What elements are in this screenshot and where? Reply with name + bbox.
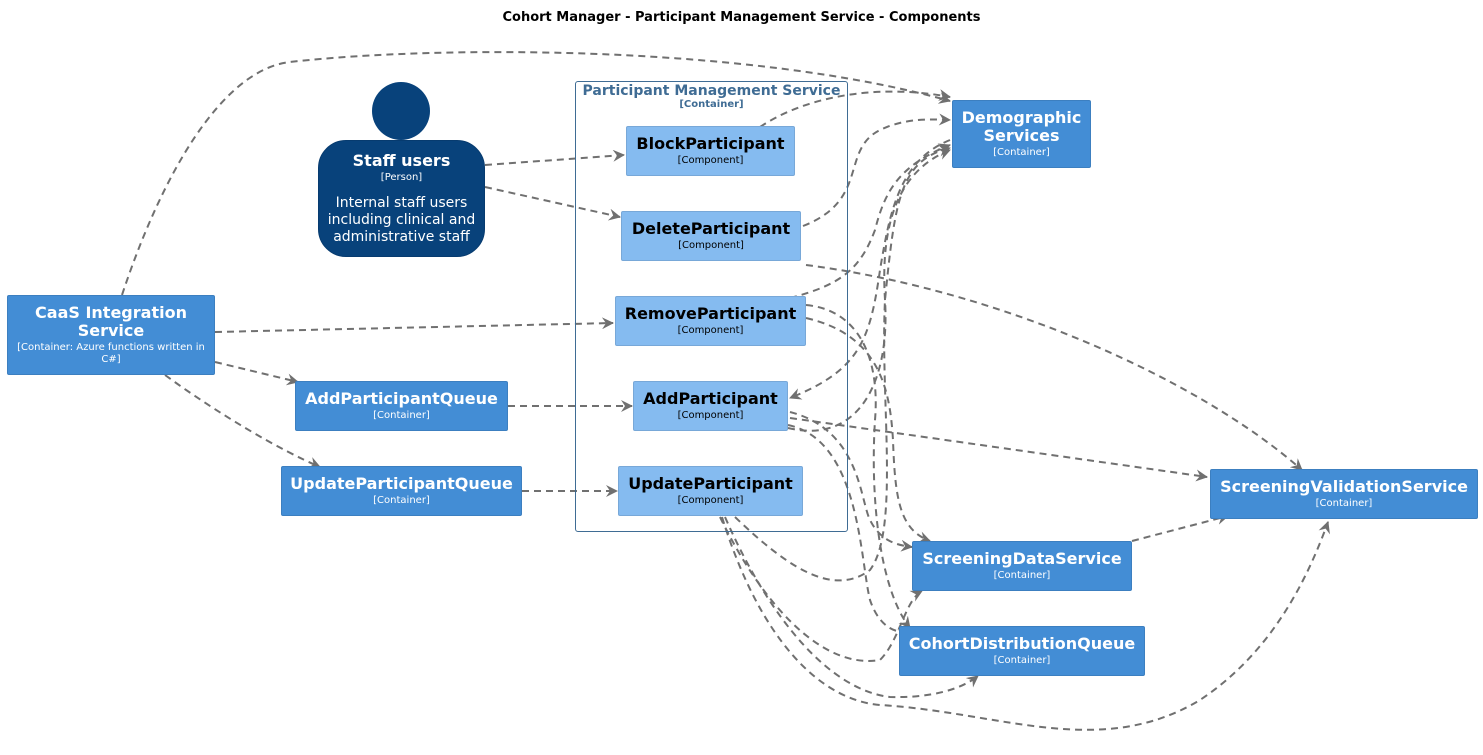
container-type: [Container]	[993, 147, 1050, 158]
container-name: Demographic Services	[961, 108, 1082, 145]
container-name: CaaS Integration Service	[35, 303, 187, 340]
edge-add-to-demographic	[787, 148, 951, 432]
person-icon	[372, 82, 430, 140]
boundary-type: [Container]	[679, 99, 744, 110]
edge-remove-to-demographic	[789, 143, 951, 299]
container-caas-integration-service[interactable]: CaaS Integration Service [Container: Azu…	[7, 295, 215, 375]
component-type: [Component]	[677, 155, 744, 166]
component-update-participant[interactable]: UpdateParticipant [Component]	[618, 466, 803, 516]
edge-update-to-cohort-queue	[724, 516, 979, 699]
container-name: CohortDistributionQueue	[908, 634, 1136, 653]
component-name: DeleteParticipant	[631, 219, 791, 238]
edge-remove-to-validation	[805, 264, 1303, 471]
edge-delete-to-demographic	[802, 113, 951, 227]
boundary-name: Participant Management Service	[582, 83, 841, 99]
component-name: BlockParticipant	[636, 134, 785, 153]
edge-remove-to-screening-data	[805, 317, 931, 543]
edge-caas-to-add-queue	[214, 361, 299, 386]
component-name: AddParticipant	[643, 389, 778, 408]
component-type: [Component]	[677, 325, 744, 336]
diagram-title: Cohort Manager - Participant Management …	[502, 10, 981, 25]
container-type: [Container: Azure functions written in C…	[17, 342, 205, 365]
container-cohort-distribution-queue[interactable]: CohortDistributionQueue [Container]	[899, 626, 1145, 676]
edge-add-to-validation	[789, 417, 1208, 482]
component-remove-participant[interactable]: RemoveParticipant [Component]	[615, 296, 806, 346]
container-update-participant-queue[interactable]: UpdateParticipantQueue [Container]	[281, 466, 522, 516]
container-name: ScreeningDataService	[922, 549, 1122, 568]
person-name: Staff users	[352, 151, 451, 170]
component-type: [Component]	[677, 495, 744, 506]
edge-remove-to-cohort-queue	[805, 304, 911, 629]
component-type: [Component]	[677, 410, 744, 421]
component-name: RemoveParticipant	[624, 304, 797, 323]
edge-update-to-validation	[721, 516, 1330, 731]
component-delete-participant[interactable]: DeleteParticipant [Component]	[621, 211, 801, 261]
edge-update-to-screening-data	[719, 516, 923, 662]
person-type: [Person]	[380, 172, 423, 183]
container-type: [Container]	[373, 495, 430, 506]
edge-caas-to-remove	[214, 317, 614, 333]
component-type: [Component]	[678, 240, 744, 251]
container-demographic-services[interactable]: Demographic Services [Container]	[952, 100, 1091, 168]
component-block-participant[interactable]: BlockParticipant [Component]	[626, 126, 795, 176]
container-type: [Container]	[993, 655, 1051, 666]
edge-add-to-cohort-queue	[787, 424, 911, 641]
container-type: [Container]	[373, 410, 430, 421]
edge-screening-data-to-validation	[1131, 512, 1229, 542]
container-name: ScreeningValidationService	[1220, 477, 1468, 496]
person-staff-users[interactable]: Staff users [Person] Internal staff user…	[318, 140, 485, 257]
edge-caas-to-demographic	[121, 51, 951, 296]
container-screening-data-service[interactable]: ScreeningDataService [Container]	[912, 541, 1132, 591]
edge-add-to-screening-data	[789, 411, 913, 552]
container-type: [Container]	[1315, 498, 1373, 509]
person-description: Internal staff users including clinical …	[327, 195, 476, 245]
participant-management-boundary: Participant Management Service [Containe…	[575, 81, 848, 532]
container-name: AddParticipantQueue	[305, 389, 498, 408]
edge-block-to-demographic	[759, 89, 951, 128]
container-screening-validation-service[interactable]: ScreeningValidationService [Container]	[1210, 469, 1478, 519]
edge-caas-to-update-queue	[164, 374, 321, 469]
container-name: UpdateParticipantQueue	[290, 474, 513, 493]
edge-demographic-to-add	[789, 139, 951, 400]
component-name: UpdateParticipant	[628, 474, 793, 493]
container-type: [Container]	[993, 570, 1051, 581]
component-add-participant[interactable]: AddParticipant [Component]	[633, 381, 788, 431]
container-add-participant-queue[interactable]: AddParticipantQueue [Container]	[295, 381, 508, 431]
